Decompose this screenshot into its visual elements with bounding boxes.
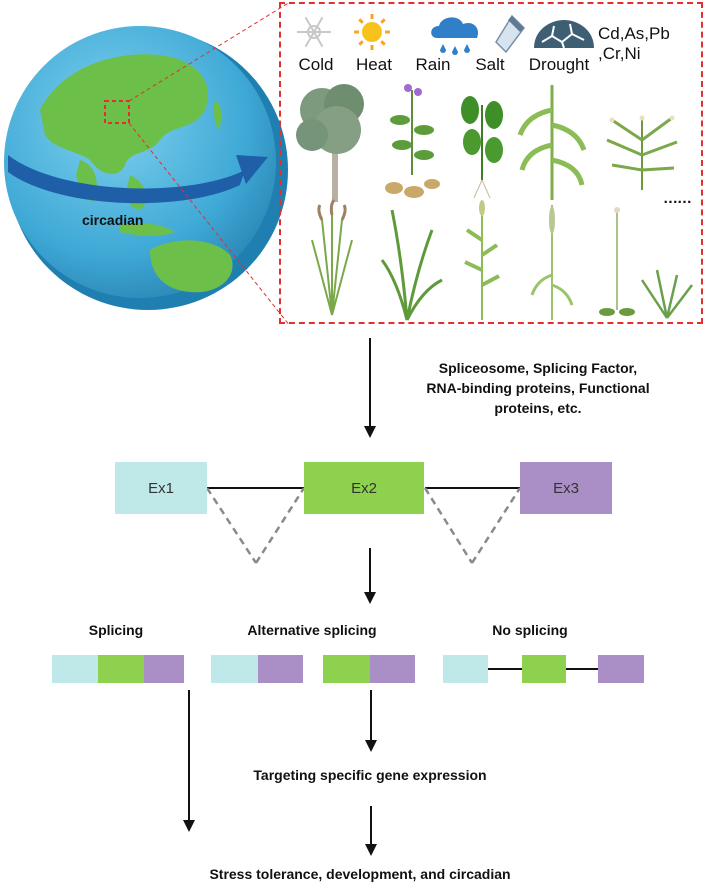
- no-splicing-intron-1: [488, 668, 522, 670]
- mechanism-line3: proteins, etc.: [494, 400, 582, 416]
- tree-plant-icon: [296, 84, 364, 202]
- no-splicing-label: No splicing: [492, 622, 568, 638]
- stress-label-salt: Salt: [475, 55, 505, 74]
- stress-label-drought: Drought: [528, 55, 590, 74]
- alt-splicing-a-ex3: [258, 655, 303, 683]
- snowflake-icon: [297, 16, 331, 48]
- exon-2: Ex2: [304, 462, 424, 514]
- australia-landmass: [150, 240, 233, 293]
- stress-label-rain: Rain: [415, 55, 451, 74]
- arabidopsis-plant-icon: [599, 207, 635, 316]
- stress-icons: [297, 14, 594, 55]
- alt-splicing-b-ex3: [370, 655, 415, 683]
- selection-box: [104, 100, 130, 124]
- salt-shaker-icon: [495, 14, 525, 54]
- mechanism-line1: Spliceosome, Splicing Factor,: [438, 360, 638, 376]
- splicing-ex2: [98, 655, 144, 683]
- cracked-earth-icon: [534, 20, 594, 49]
- asia-landmass: [40, 54, 208, 175]
- grass-plant-icon: [640, 269, 693, 319]
- exon-3: Ex3: [520, 462, 612, 514]
- soybean-plant-icon: [461, 96, 503, 199]
- japan-landmass: [213, 100, 222, 130]
- no-splicing-intron-2: [566, 668, 598, 670]
- no-splicing-ex3: [598, 655, 644, 683]
- globe-illustration: [4, 1, 290, 327]
- heavy-metals-line1: Cd,As,Pb: [598, 24, 670, 43]
- heavy-metals-label: Cd,As,Pb ,Cr,Ni: [598, 24, 670, 64]
- stress-panel: [279, 2, 703, 324]
- sorghum-plant-icon: [464, 200, 500, 320]
- stress-label-heat: Heat: [356, 55, 392, 74]
- result-arrows: [183, 690, 377, 856]
- final-outcome-text: Stress tolerance, development, and circa…: [209, 866, 511, 882]
- alt-splicing-b-ex2: [323, 655, 370, 683]
- rain-cloud-icon: [431, 17, 479, 55]
- circadian-label: circadian: [82, 212, 144, 228]
- arrow-to-outcomes: [364, 548, 376, 604]
- splicing-ex3: [144, 655, 184, 683]
- heavy-metals-line2: ,Cr,Ni: [598, 44, 641, 63]
- no-splicing-ex1: [443, 655, 488, 683]
- mechanism-text: Spliceosome, Splicing Factor, RNA-bindin…: [388, 358, 688, 418]
- alternative-splicing-label: Alternative splicing: [247, 622, 377, 638]
- maize-plant-icon: [517, 85, 587, 200]
- targeting-text: Targeting specific gene expression: [253, 767, 487, 783]
- sun-icon: [354, 14, 390, 50]
- wheat-plant-icon: [380, 209, 443, 321]
- mechanism-line2: RNA-binding proteins, Functional: [426, 380, 650, 396]
- millet-plant-icon: [530, 205, 574, 320]
- globe: [4, 26, 288, 310]
- exon-1: Ex1: [115, 462, 207, 514]
- more-plants-ellipsis: ……: [663, 190, 692, 207]
- rapeseed-plant-icon: [606, 115, 678, 190]
- plant-illustrations: [296, 84, 693, 321]
- alt-splicing-a-ex1: [211, 655, 258, 683]
- no-splicing-ex2: [522, 655, 566, 683]
- indonesia-landmass: [120, 222, 175, 236]
- potato-plant-icon: [385, 84, 440, 198]
- gene-structure-lines: [205, 487, 522, 564]
- circadian-arrow: [8, 155, 268, 204]
- zoom-line-top: [128, 1, 290, 102]
- rice-plant-icon: [311, 199, 353, 316]
- splicing-label: Splicing: [88, 622, 144, 638]
- arrow-to-gene: [364, 338, 376, 438]
- splicing-ex1: [52, 655, 98, 683]
- stress-label-cold: Cold: [298, 55, 334, 74]
- zoom-line-bottom: [128, 122, 290, 327]
